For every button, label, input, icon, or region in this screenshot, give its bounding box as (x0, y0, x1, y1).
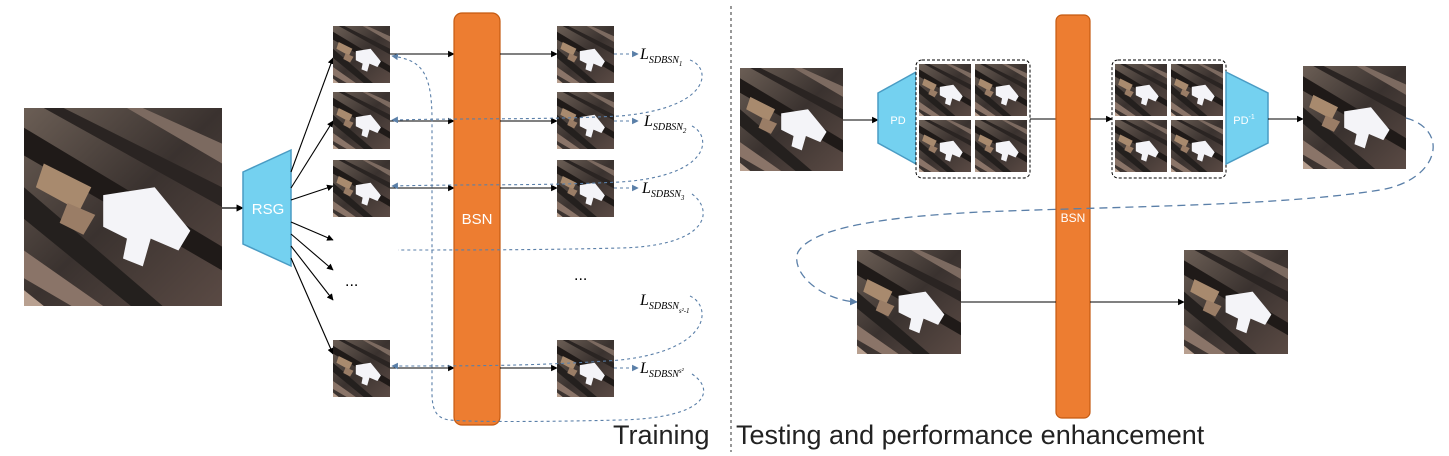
rsg-label: RSG (252, 201, 285, 218)
arrows-from-bsn (500, 50, 558, 372)
loss-label-4: LSDBSNs²-1 (639, 292, 690, 315)
ellipsis-left: ... (345, 273, 358, 290)
training-caption: Training (613, 420, 710, 450)
loss-label-1: LSDBSN1 (639, 46, 682, 68)
loss-labels: LSDBSN1 LSDBSN2 LSDBSN3 LSDBSNs²-1 LSDBS… (639, 46, 690, 380)
pd-inverse-block: PD-1 (1225, 70, 1269, 166)
test-output-image (1303, 66, 1406, 169)
final-output-image (1184, 250, 1288, 354)
bsn-testing-label: BSN (1061, 211, 1086, 225)
pd-subimage-grid (915, 59, 1031, 179)
testing-caption: Testing and performance enhancement (736, 420, 1205, 450)
pd-label: PD (890, 115, 905, 127)
pd-block: PD (877, 70, 917, 166)
loss-label-2: LSDBSN2 (643, 113, 687, 135)
pd-inverse-label: PD-1 (1233, 114, 1255, 127)
testing-section: PD BSN PD-1 (736, 14, 1434, 450)
input-image (24, 108, 222, 306)
bsn-output-grid (1111, 59, 1227, 179)
sub-image-column-left (333, 26, 390, 397)
feedback-loops (391, 53, 705, 423)
bsn-block-training: BSN (453, 12, 501, 426)
output-image-column (557, 26, 614, 397)
bsn-block-testing: BSN (1055, 14, 1091, 419)
dashed-to-loss (614, 50, 639, 372)
ellipsis-right: ... (574, 267, 587, 284)
bsn-training-label: BSN (462, 211, 493, 228)
enhancement-input-image (857, 250, 961, 354)
rsg-block: RSG (242, 148, 292, 268)
rsg-fanout-arrows (290, 57, 335, 355)
loss-label-3: LSDBSN3 (641, 180, 685, 202)
dashed-enhancement-loop (796, 117, 1434, 306)
training-section: RSG ... BSN (24, 12, 710, 450)
test-input-image (740, 68, 843, 171)
loss-label-5: LSDBSNs² (639, 360, 685, 380)
arrows-to-bsn (390, 50, 455, 372)
